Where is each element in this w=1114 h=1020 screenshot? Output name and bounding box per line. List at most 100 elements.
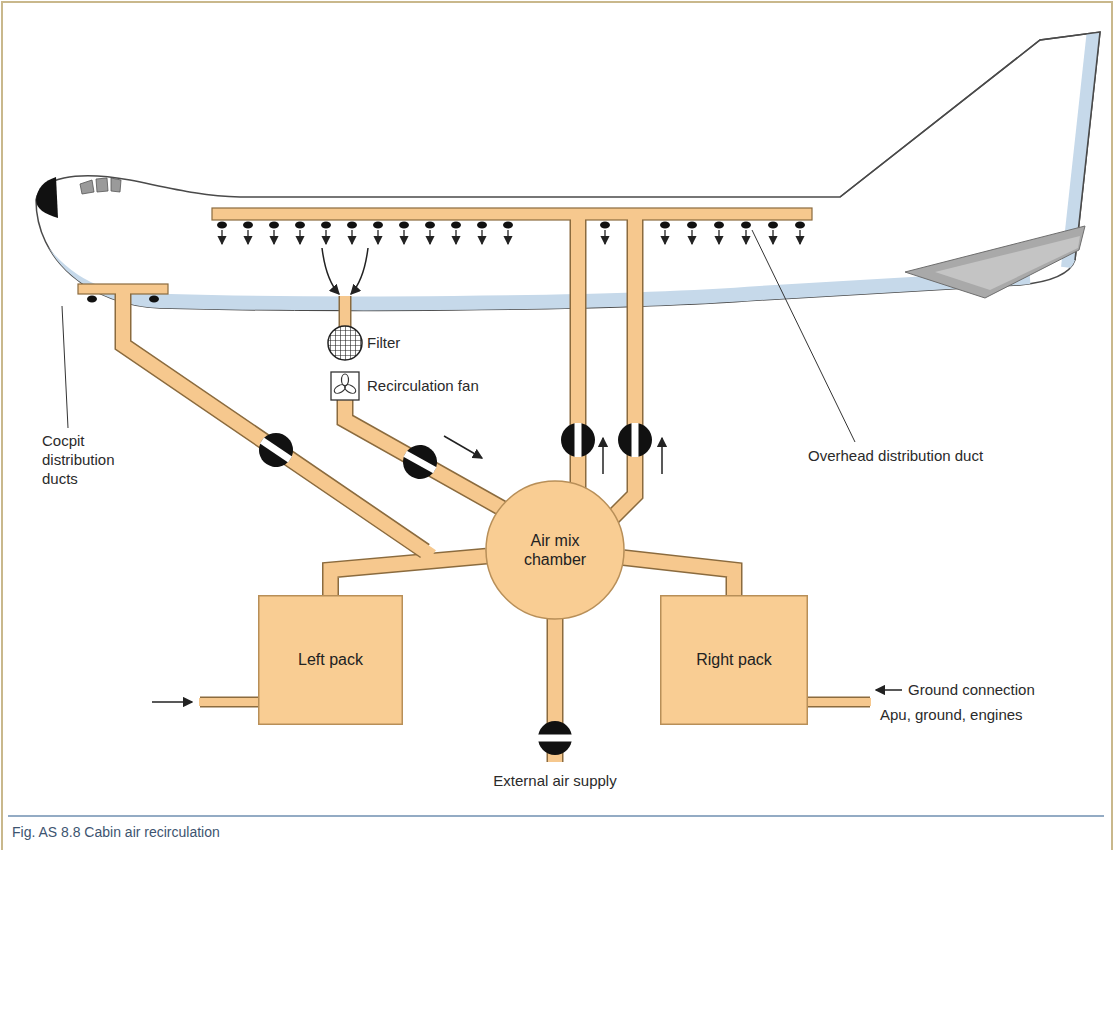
- outlet: [795, 222, 805, 229]
- outlet: [768, 222, 778, 229]
- outlet-arrow: [325, 230, 326, 244]
- duct-outlines: [123, 214, 635, 762]
- part-label: Ground connection: [908, 681, 1035, 700]
- outlet: [425, 222, 435, 229]
- air-pack: Left pack: [258, 595, 403, 725]
- outlet: [347, 222, 357, 229]
- cockpit-windows: [80, 178, 121, 194]
- intake-arrow: [322, 248, 339, 294]
- outlet-arrow: [664, 230, 665, 244]
- node-label: Right pack: [696, 650, 772, 669]
- part-label: Overhead distribution duct: [808, 447, 983, 466]
- flow-arrow: [152, 701, 192, 703]
- outlet-arrow: [221, 230, 222, 244]
- duct-outline: [339, 296, 352, 328]
- valves: [252, 423, 652, 755]
- outlet-arrow: [799, 230, 800, 244]
- fan-box: [331, 372, 359, 400]
- outlet: [269, 222, 279, 229]
- figure-caption: Fig. AS 8.8 Cabin air recirculation: [12, 824, 220, 840]
- overhead-duct: [212, 208, 812, 220]
- valve: [397, 439, 443, 485]
- outlet-arrow: [273, 230, 274, 244]
- outlet-arrow: [718, 230, 719, 244]
- duct-fill: [345, 398, 505, 510]
- leader-line: [62, 306, 68, 428]
- outlet: [295, 222, 305, 229]
- frame-border: [2, 2, 1112, 850]
- outlet: [373, 222, 383, 229]
- duct-fill: [123, 292, 432, 556]
- valve: [618, 423, 652, 457]
- part-label: Apu, ground, engines: [880, 706, 1023, 725]
- duct-outline: [345, 398, 505, 510]
- outlet-arrow: [429, 230, 430, 244]
- fuselage-shading: [40, 30, 1098, 304]
- duct-outline: [624, 558, 734, 595]
- outlet-arrow: [377, 230, 378, 244]
- stabilizer-shade: [935, 236, 1080, 290]
- duct-fill: [571, 213, 585, 500]
- intake-arrow: [351, 248, 368, 294]
- duct-fill: [600, 213, 635, 530]
- outlet-arrow: [351, 230, 352, 244]
- duct-outline: [600, 214, 635, 530]
- outlet-arrow: [481, 230, 482, 244]
- radome: [36, 177, 58, 218]
- part-label: Filter: [367, 334, 400, 353]
- flow-arrow: [876, 689, 902, 691]
- outlet: [321, 222, 331, 229]
- pack-box: [661, 596, 808, 725]
- valve: [561, 423, 595, 457]
- outlet: [741, 222, 751, 229]
- outlet-arrow: [604, 230, 605, 244]
- outlet: [714, 222, 724, 229]
- outlet-arrow: [745, 230, 746, 244]
- outlet-arrow: [247, 230, 248, 244]
- flow-arrow: [444, 436, 482, 458]
- outlet: [477, 222, 487, 229]
- outlet: [687, 222, 697, 229]
- fan-symbol: [333, 374, 357, 395]
- leader-line: [752, 230, 855, 442]
- duct-fills: [123, 213, 635, 762]
- pack-box: [259, 596, 403, 725]
- outlet: [399, 222, 409, 229]
- belly-band: [40, 250, 1030, 304]
- duct-outline: [570, 214, 587, 500]
- part-label: Recirculation fan: [367, 377, 479, 396]
- outlet: [451, 222, 461, 229]
- air-duct: [331, 556, 487, 595]
- duct-fill: [340, 296, 350, 328]
- part-label: Cocpit distribution ducts: [42, 432, 138, 488]
- overhead-outlets: [217, 222, 805, 245]
- outlet-arrow: [403, 230, 404, 244]
- valve: [252, 426, 299, 473]
- valve: [538, 721, 572, 755]
- outlet-arrow: [507, 230, 508, 244]
- outlet: [243, 222, 253, 229]
- caption-rule: [8, 815, 1104, 817]
- fuselage-outline: [36, 32, 1100, 310]
- duct-fill: [331, 556, 487, 595]
- mixing-chamber: Air mix chamber: [485, 480, 625, 620]
- node-label: Left pack: [298, 650, 363, 669]
- outlet-arrow: [691, 230, 692, 244]
- outlet-arrow: [772, 230, 773, 244]
- outlet: [503, 222, 513, 229]
- outlet: [600, 222, 610, 229]
- part-label: External air supply: [493, 772, 616, 791]
- outlet-arrow: [455, 230, 456, 244]
- node-label: Air mix chamber: [507, 531, 603, 569]
- outlet-arrow: [299, 230, 300, 244]
- flow-arrow: [602, 438, 604, 474]
- chamber-circle: [486, 481, 624, 619]
- outlet: [87, 296, 97, 303]
- horizontal-stabilizer: [905, 226, 1085, 298]
- duct-outline: [331, 556, 487, 595]
- outlet: [217, 222, 227, 229]
- outlet: [660, 222, 670, 229]
- outlet: [149, 296, 159, 303]
- filter-symbol: [328, 326, 362, 360]
